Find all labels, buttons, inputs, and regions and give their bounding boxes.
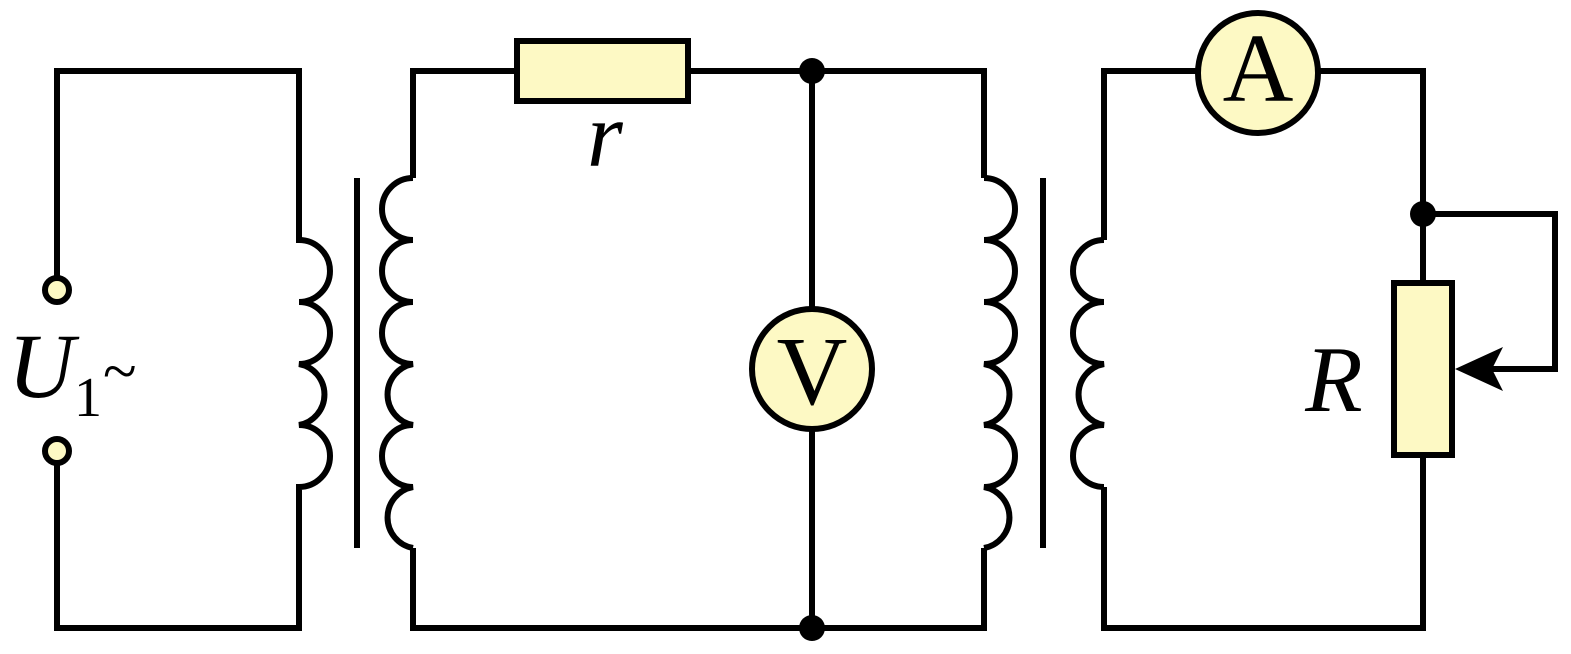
transformer-2-primary-coil (983, 175, 1018, 551)
load-top-wire-right (1318, 68, 1426, 283)
transformer-1-secondary-coil (379, 175, 414, 551)
junction-dot-rheostat (1410, 201, 1436, 227)
source-ac-symbol: ~ (103, 338, 137, 406)
load-bottom-wire (1101, 455, 1426, 631)
rheostat (1391, 280, 1455, 458)
junction-dot-top (799, 58, 825, 84)
rheostat-label: R (1304, 328, 1362, 432)
source-voltage-label: U (8, 315, 80, 417)
voltmeter-label: V (777, 318, 848, 426)
voltmeter (749, 306, 875, 432)
ammeter-label: A (1223, 15, 1294, 123)
rheostat-slider-wire (1423, 211, 1558, 372)
middle-top-wire-right (688, 68, 987, 178)
source-terminal-bottom (42, 436, 72, 466)
source-voltage-subscript: 1 (74, 367, 102, 429)
line-resistor-label: r (587, 84, 624, 186)
load-top-wire-left (1101, 68, 1198, 240)
source-loop-wire (54, 68, 333, 631)
middle-bottom-wire (410, 548, 987, 631)
junction-dot-bottom (799, 615, 825, 641)
middle-top-wire-left (410, 68, 517, 178)
rheostat-slider-arrow (1455, 347, 1503, 391)
ammeter (1195, 10, 1321, 136)
line-resistor (514, 38, 691, 104)
source-terminal-top (42, 275, 72, 305)
transformer-2-secondary-coil (1070, 237, 1105, 490)
